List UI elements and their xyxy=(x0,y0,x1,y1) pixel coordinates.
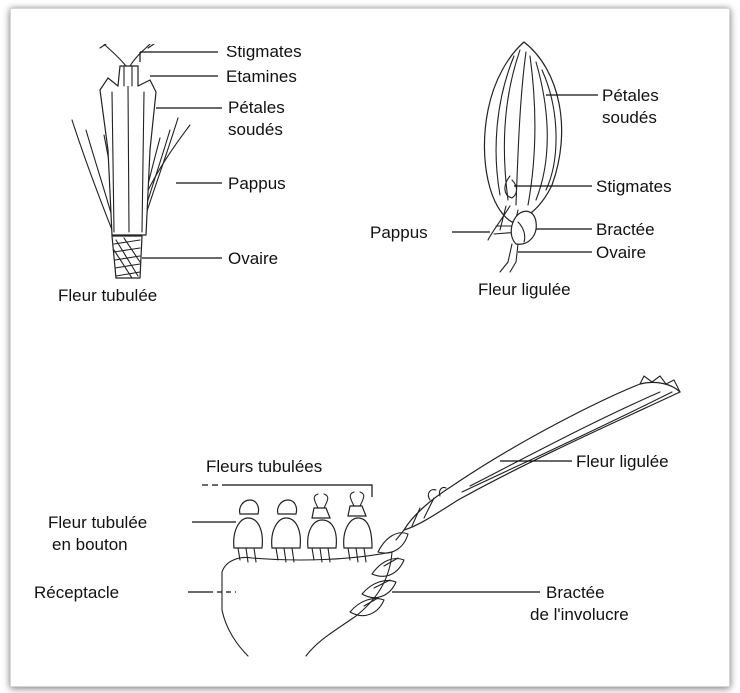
label-receptacle: Réceptacle xyxy=(34,583,119,602)
tubular-flower-drawing xyxy=(72,44,190,278)
label-petales-2: soudés xyxy=(228,120,283,139)
label-lig-pappus: Pappus xyxy=(370,223,428,242)
label-bractee-2: de l'involucre xyxy=(530,605,629,624)
top-crop xyxy=(210,28,370,46)
label-bouton-2: en bouton xyxy=(52,535,128,554)
label-petales-1: Pétales xyxy=(228,98,285,117)
fleurs-tubulees-bracket xyxy=(222,485,372,497)
label-lig-petales-2: soudés xyxy=(602,108,657,127)
caption-tubular-flower: Fleur tubulée xyxy=(58,286,157,305)
label-lig-petales-1: Pétales xyxy=(602,86,659,105)
label-lig-bractee: Bractée xyxy=(596,220,655,239)
top-crop-left xyxy=(86,28,166,44)
ligulate-flower-drawing xyxy=(484,42,561,272)
label-fleurs-tubulees: Fleurs tubulées xyxy=(206,457,322,476)
label-bouton-1: Fleur tubulée xyxy=(48,513,147,532)
stigmates-leader-line xyxy=(140,52,218,62)
label-fleur-ligulee: Fleur ligulée xyxy=(576,452,669,471)
label-bractee-1: Bractée xyxy=(546,583,605,602)
label-ovaire: Ovaire xyxy=(228,249,278,268)
label-lig-stigmates: Stigmates xyxy=(596,177,672,196)
caption-ligulate-flower: Fleur ligulée xyxy=(478,280,571,299)
label-etamines: Etamines xyxy=(226,67,297,86)
label-lig-ovaire: Ovaire xyxy=(596,243,646,262)
label-pappus: Pappus xyxy=(228,174,286,193)
